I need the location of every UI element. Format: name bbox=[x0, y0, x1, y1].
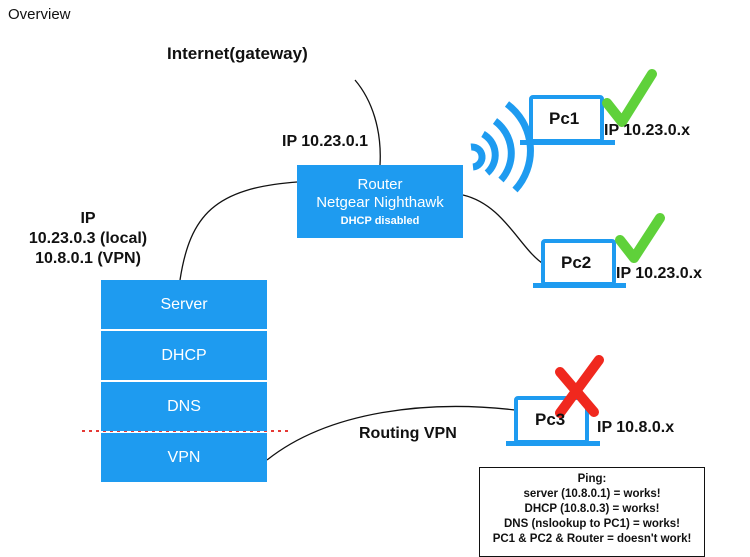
router-pc2-line bbox=[462, 194, 546, 266]
pc3-cross-icon bbox=[555, 355, 604, 418]
pc3-ip-label: IP 10.8.0.x bbox=[597, 419, 675, 436]
server-ip-block: IP 10.23.0.3 (local) 10.8.0.1 (VPN) bbox=[0, 209, 176, 269]
pc1-ip-label: IP 10.23.0.x bbox=[604, 122, 690, 139]
pc2-laptop-icon bbox=[533, 239, 626, 288]
router-server-line bbox=[179, 181, 298, 281]
pc3-laptop-icon bbox=[506, 396, 600, 446]
pc2-check-icon bbox=[615, 213, 665, 263]
pc1-laptop-icon bbox=[520, 95, 615, 145]
stack-server: Server bbox=[101, 280, 267, 329]
pc1-check-icon bbox=[602, 69, 657, 127]
pc2-label: Pc2 bbox=[561, 253, 592, 272]
stack-dhcp: DHCP bbox=[101, 331, 267, 380]
vpn-pc3-line bbox=[266, 405, 516, 461]
router-ip-label: IP 10.23.0.1 bbox=[282, 133, 368, 150]
wifi-icon bbox=[470, 101, 534, 193]
router-dhcp-status: DHCP disabled bbox=[340, 215, 420, 227]
ping-line: server (10.8.0.1) = works! bbox=[523, 488, 661, 500]
stack-dns: DNS bbox=[101, 382, 267, 431]
router-model: Netgear Nighthawk bbox=[316, 194, 444, 211]
ping-line: DHCP (10.8.0.3) = works! bbox=[524, 503, 660, 515]
pc1-label: Pc1 bbox=[549, 109, 580, 128]
server-ip-heading: IP bbox=[80, 210, 96, 227]
server-ip-local: 10.23.0.3 (local) bbox=[28, 230, 148, 247]
page-title: Overview bbox=[8, 6, 71, 23]
server-ip-vpn: 10.8.0.1 (VPN) bbox=[35, 250, 141, 267]
pc3-label: Pc3 bbox=[535, 410, 566, 429]
internet-link-line bbox=[354, 79, 381, 166]
router-title: Router bbox=[357, 176, 403, 193]
ping-line: PC1 & PC2 & Router = doesn't work! bbox=[492, 533, 692, 545]
diagram-canvas bbox=[82, 69, 665, 461]
internet-gateway-label: Internet(gateway) bbox=[167, 44, 308, 63]
ping-results-box: Ping: server (10.8.0.1) = works! DHCP (1… bbox=[479, 467, 705, 557]
stack-vpn: VPN bbox=[101, 433, 267, 482]
router-box: Router Netgear Nighthawk DHCP disabled bbox=[297, 165, 463, 238]
pc2-ip-label: IP 10.23.0.x bbox=[616, 265, 702, 282]
ping-line: DNS (nslookup to PC1) = works! bbox=[503, 518, 681, 530]
routing-vpn-label: Routing VPN bbox=[359, 425, 457, 442]
ping-title: Ping: bbox=[577, 473, 607, 485]
